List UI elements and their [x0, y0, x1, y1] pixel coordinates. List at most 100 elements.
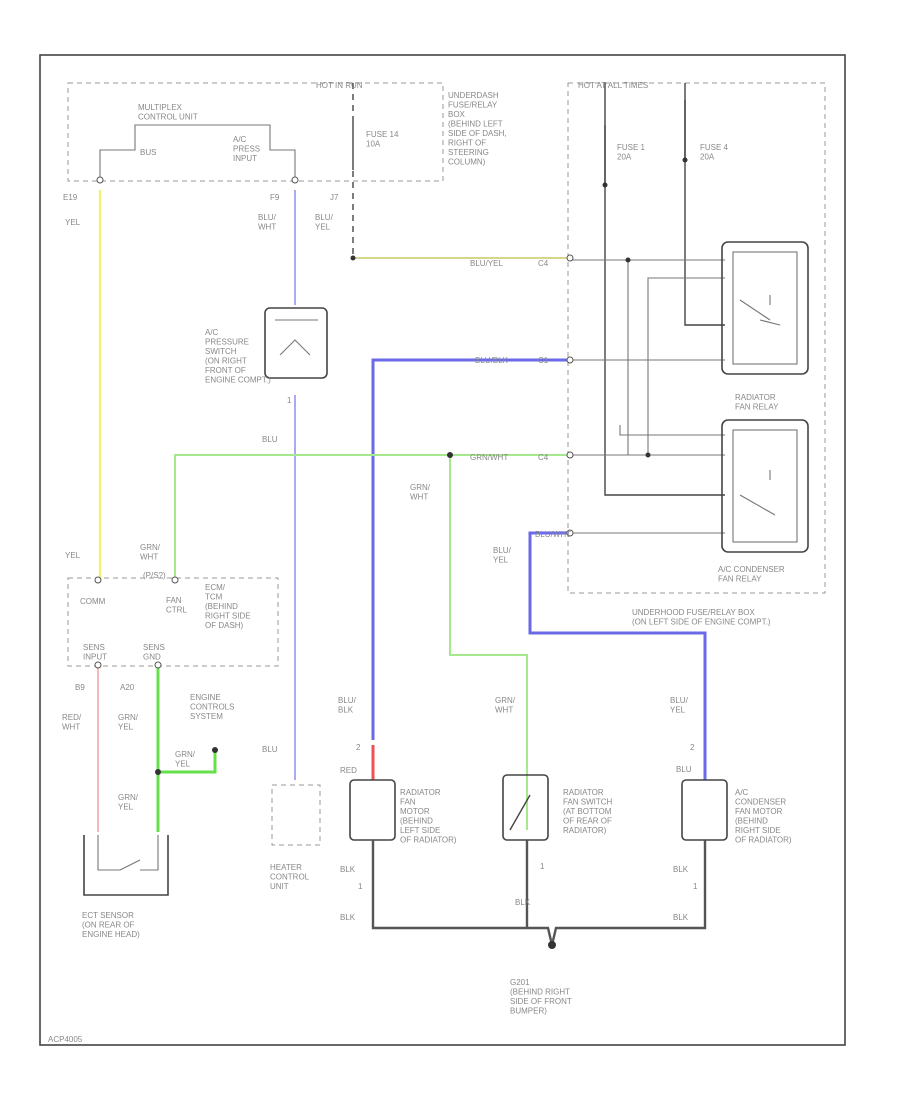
radiator-fan-relay	[721, 241, 809, 375]
underhood-box-label: UNDERHOOD FUSE/RELAY BOX(ON LEFT SIDE OF…	[632, 608, 771, 627]
ac-pressure-switch-symbol	[275, 319, 318, 356]
ecm-tcm-label-line: (BEHIND	[205, 602, 238, 611]
underdash-box-label-line: (BEHIND LEFT	[448, 120, 503, 129]
ac-condenser-fan-motor	[681, 779, 728, 841]
ac-pressure-switch-label-line: ENGINE COMPT.)	[205, 376, 271, 385]
ac-press-input-label-line: INPUT	[233, 154, 257, 163]
blu-label-3: BLU	[676, 765, 692, 774]
footer-code: ACP4005	[48, 1035, 83, 1044]
relay-coil-feed	[647, 277, 725, 455]
hot-at-all-times-label: HOT AT ALL TIMES	[578, 81, 648, 90]
radiator-fan-motor-label-line: (BEHIND	[400, 817, 433, 826]
g201-label-line: (BEHIND RIGHT	[510, 988, 570, 997]
sens-input-label-line: SENS	[83, 643, 105, 652]
ect-sensor-label-line: ENGINE HEAD)	[82, 930, 140, 939]
red-wht-label-line: WHT	[62, 723, 80, 732]
underdash-box-label-line: COLUMN)	[448, 158, 486, 167]
diagram-frame	[39, 54, 846, 1046]
blu-yel-c4-label: BLU/YEL	[470, 259, 503, 268]
sens-gnd-label-line: SENS	[143, 643, 165, 652]
blk-label-1: BLK	[340, 865, 356, 874]
grn-yel-label-3: GRN/YEL	[118, 793, 139, 812]
ground-wire	[371, 840, 707, 946]
pin-e19-label: E19	[63, 193, 78, 202]
pin-j7-label: J7	[330, 193, 339, 202]
splice-relay-2	[645, 452, 651, 458]
grn-wht-label-1-line: GRN/	[410, 483, 431, 492]
pin-fan-ctrl	[171, 576, 179, 584]
grn-wht-wire	[174, 454, 570, 578]
ect-sensor-symbol	[97, 835, 159, 871]
radiator-fan-relay-label-line: FAN RELAY	[735, 403, 779, 412]
blu-wht-label-1-line: BLU/	[258, 213, 277, 222]
splice-grn-wht	[447, 452, 453, 458]
bus-label: BUS	[140, 148, 156, 157]
underdash-box-outline	[67, 82, 444, 182]
grn-yel-label-3-line: GRN/	[118, 793, 139, 802]
ac-pressure-switch-label-line: SWITCH	[205, 347, 237, 356]
pin-comm	[94, 576, 102, 584]
ac-press-input-label-line: PRESS	[233, 145, 260, 154]
radiator-fan-motor-label-line: FAN	[400, 798, 416, 807]
grn-wht-label-1: GRN/WHT	[410, 483, 431, 502]
comm-label: COMM	[80, 597, 106, 606]
radiator-fan-motor-label-line: RADIATOR	[400, 788, 441, 797]
pin-b9-label: B9	[75, 683, 85, 692]
splice-grn-yel	[155, 769, 161, 775]
radiator-fan-relay-label-line: RADIATOR	[735, 393, 776, 402]
ac-condenser-fan-motor-label-line: CONDENSER	[735, 798, 786, 807]
hot-in-run-label: HOT IN RUN	[316, 81, 363, 90]
blu-blk-label-2: BLU/BLK	[338, 696, 357, 715]
blu-wht-label-1: BLU/WHT	[258, 213, 277, 232]
fuse-1-label-line: 20A	[617, 153, 632, 162]
engine-controls-system-label-line: SYSTEM	[190, 712, 223, 721]
pin-c4-grn-wht	[566, 451, 574, 459]
pin-1-fan-label: 1	[358, 882, 363, 891]
ac-condenser-fan-motor-label-line: FAN MOTOR	[735, 807, 783, 816]
radiator-fan-switch-label-line: FAN SWITCH	[563, 798, 613, 807]
radiator-fan-motor-label-line: OF RADIATOR)	[400, 836, 457, 845]
yel-label-2: YEL	[65, 551, 81, 560]
pin-f9	[291, 176, 299, 184]
heater-control-unit-label-line: HEATER	[270, 863, 302, 872]
ecm-tcm-label-line: OF DASH)	[205, 621, 244, 630]
ac-pressure-switch-label-line: A/C	[205, 328, 219, 337]
grn-yel-label-1-line: YEL	[118, 723, 134, 732]
ac-condenser-fan-motor-label-line: RIGHT SIDE	[735, 826, 781, 835]
heater-control-unit-outline	[271, 784, 321, 846]
blu-blk-label-2-line: BLU/	[338, 696, 357, 705]
ecm-tcm-label-line: ECM/	[205, 583, 226, 592]
engine-controls-system-label-line: ENGINE	[190, 693, 221, 702]
pin-a20-label: A20	[120, 683, 135, 692]
ac-condenser-fan-motor-label-line: A/C	[735, 788, 749, 797]
blu-yel-label-3-line: YEL	[670, 706, 686, 715]
splice-j7	[350, 255, 356, 261]
grn-yel-label-2-line: YEL	[175, 760, 191, 769]
underdash-box-label-line: STEERING	[448, 148, 489, 157]
ac-pressure-switch-label-line: (ON RIGHT	[205, 357, 247, 366]
blu-wht-c3-label: BLU/WHT	[535, 530, 571, 539]
c4-label-2: C4	[538, 453, 549, 462]
ac-condenser-fan-relay	[721, 419, 809, 553]
grn-wht-label-1-line: WHT	[410, 493, 428, 502]
pin-f9-label: F9	[270, 193, 280, 202]
radiator-fan-relay-inner	[732, 251, 798, 365]
blu-yel-label-1-line: YEL	[315, 223, 331, 232]
ac-condenser-fan-relay-label-line: FAN RELAY	[718, 575, 762, 584]
ac-condenser-fan-relay-inner	[732, 429, 798, 543]
splice-engine-controls	[212, 747, 218, 753]
multiplex-control-unit-label-line: MULTIPLEX	[138, 103, 183, 112]
radiator-fan-motor-label-line: LEFT SIDE	[400, 826, 440, 835]
blu-yel-label-2-line: YEL	[493, 556, 509, 565]
underdash-box-label-line: UNDERDASH	[448, 91, 499, 100]
